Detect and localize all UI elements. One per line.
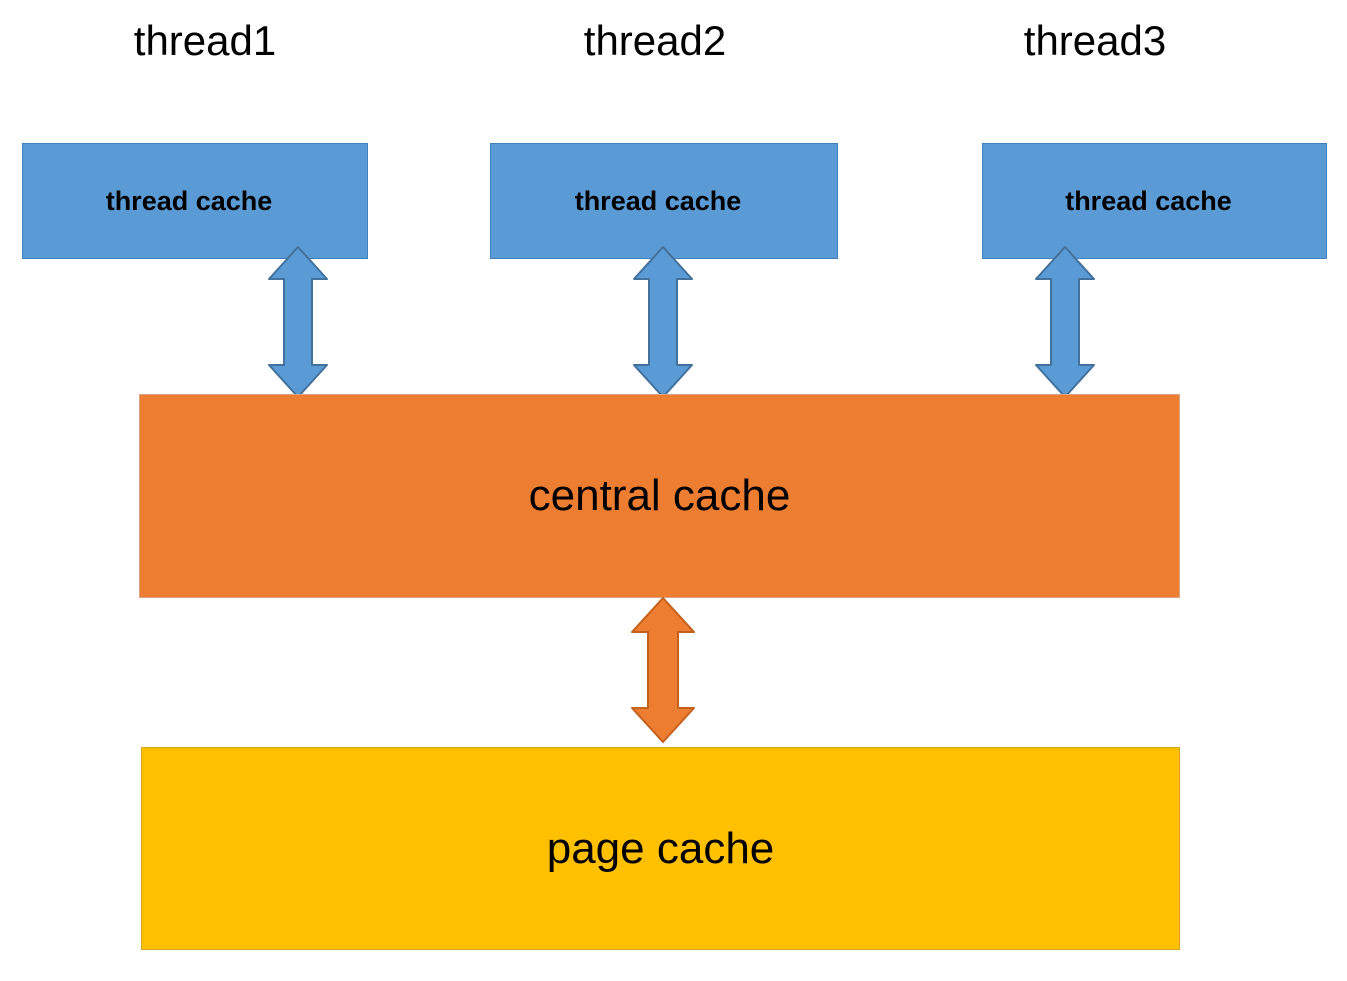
thread-label-1: thread1 <box>133 17 277 64</box>
thread-cache-box-2: thread cache <box>490 143 838 259</box>
arrow-central-page-cache <box>628 596 698 744</box>
thread-cache-box-2-label: thread cache <box>574 185 742 216</box>
thread-label-3: thread3 <box>1023 17 1167 64</box>
thread-cache-box-1: thread cache <box>22 143 368 259</box>
arrow-thread1-central-cache <box>265 245 331 399</box>
arrow-thread3-central-cache <box>1032 245 1098 399</box>
page-cache-box: page cache <box>141 747 1180 950</box>
arrow-thread2-central-cache <box>630 245 696 399</box>
central-cache-box: central cache <box>139 394 1180 598</box>
thread-label-2: thread2 <box>583 17 727 64</box>
central-cache-label: central cache <box>528 471 791 520</box>
thread-cache-box-3-label: thread cache <box>1065 185 1232 216</box>
thread-cache-box-3: thread cache <box>982 143 1327 259</box>
page-cache-label: page cache <box>546 823 775 873</box>
thread-cache-box-1-label: thread cache <box>105 185 273 216</box>
